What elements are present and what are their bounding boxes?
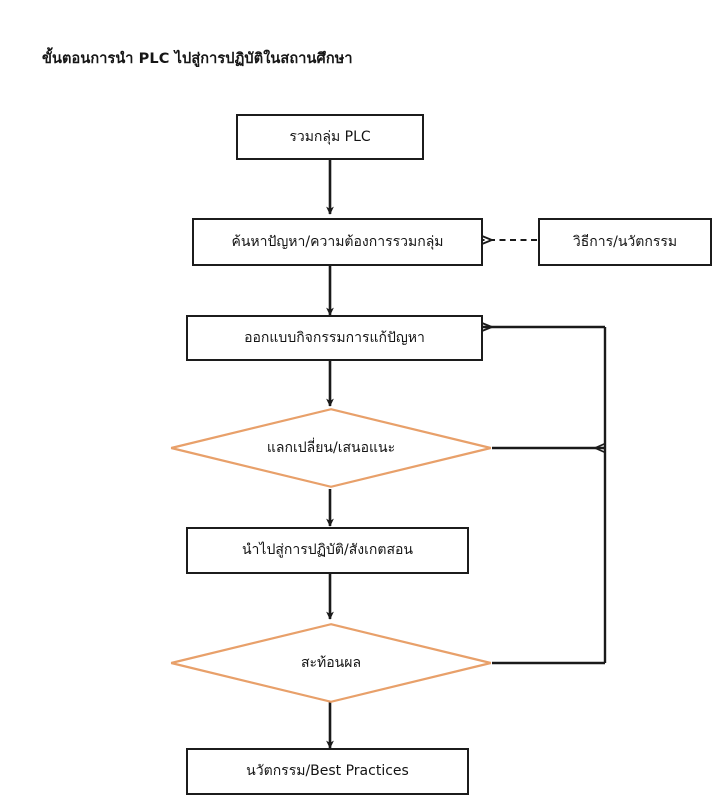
- node-reflect-label: สะท้อนผล: [300, 655, 362, 671]
- node-reflect[interactable]: สะท้อนผล: [170, 623, 492, 703]
- node-methods-innovation[interactable]: วิธีการ/นวัตกรรม: [538, 218, 712, 266]
- node-innovation-best-practices[interactable]: นวัตกรรม/Best Practices: [186, 748, 469, 795]
- diamond-shape-exchange: [170, 408, 492, 488]
- node-exchange-suggest[interactable]: แลกเปลี่ยน/เสนอแนะ: [170, 408, 492, 488]
- node-methods-innovation-label: วิธีการ/นวัตกรรม: [572, 233, 678, 250]
- node-exchange-suggest-label: แลกเปลี่ยน/เสนอแนะ: [266, 440, 396, 456]
- node-find-problem-label: ค้นหาปัญหา/ความต้องการรวมกลุ่ม: [231, 233, 444, 250]
- node-group-plc-label: รวมกลุ่ม PLC: [289, 128, 371, 145]
- diamond-shape-reflect: [170, 623, 492, 703]
- node-group-plc[interactable]: รวมกลุ่ม PLC: [236, 114, 424, 160]
- node-implement-observe-label: นำไปสู่การปฏิบัติ/สังเกตสอน: [241, 542, 413, 559]
- node-innovation-best-practices-label: นวัตกรรม/Best Practices: [246, 763, 409, 780]
- node-find-problem[interactable]: ค้นหาปัญหา/ความต้องการรวมกลุ่ม: [192, 218, 483, 266]
- page-title: ขั้นตอนการนำ PLC ไปสู่การปฏิบัติในสถานศึ…: [42, 51, 353, 67]
- node-implement-observe[interactable]: นำไปสู่การปฏิบัติ/สังเกตสอน: [186, 527, 469, 574]
- node-design-activity-label: ออกแบบกิจกรรมการแก้ปัญหา: [244, 329, 425, 346]
- node-design-activity[interactable]: ออกแบบกิจกรรมการแก้ปัญหา: [186, 315, 483, 361]
